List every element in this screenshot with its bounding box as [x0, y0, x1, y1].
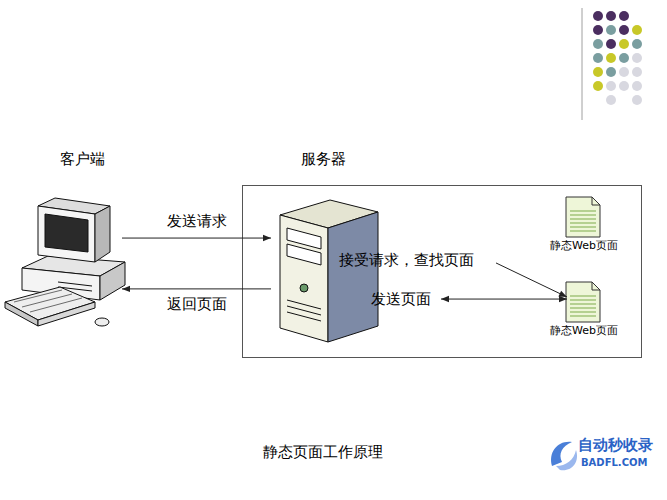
client-computer	[5, 198, 125, 326]
illustration-part	[593, 39, 603, 49]
illustration-part	[45, 214, 88, 252]
illustration-part	[619, 25, 629, 35]
illustration-part	[606, 81, 616, 91]
server-box: 服务器接受请求，查找页面静态Web页面静态Web页面	[242, 185, 642, 358]
illustration-part	[592, 282, 600, 290]
illustration-part	[38, 206, 95, 262]
illustration-part	[5, 302, 38, 326]
illustration-part	[14, 290, 62, 302]
illustration-part	[570, 231, 596, 232]
illustration-part	[593, 25, 603, 35]
illustration-part	[280, 215, 328, 342]
illustration-part	[300, 284, 308, 292]
illustration-part	[632, 53, 642, 63]
illustration-part	[570, 312, 596, 313]
illustration-part	[566, 282, 600, 322]
illustration-part	[287, 312, 321, 321]
caption: 静态页面工作原理	[233, 443, 413, 461]
edge-label: 发送页面	[371, 290, 431, 308]
illustration-part	[606, 39, 616, 49]
illustration-part	[95, 206, 110, 262]
illustration-part	[606, 95, 616, 105]
connector-arrow	[496, 263, 567, 297]
illustration-part	[30, 298, 82, 312]
connector-arrow	[122, 288, 271, 289]
illustration-part	[593, 11, 603, 21]
illustration-part	[287, 244, 321, 265]
watermark-text: BADFL.COM	[581, 457, 647, 469]
illustration-part	[58, 282, 92, 286]
illustration-part	[570, 227, 596, 228]
illustration-part	[582, 8, 583, 120]
document-node: 静态Web页面	[567, 198, 601, 238]
document-icon	[566, 282, 600, 322]
illustration-part	[570, 304, 596, 305]
illustration-part	[606, 53, 616, 63]
document-label: 静态Web页面	[550, 324, 618, 337]
illustration-part	[632, 81, 642, 91]
illustration-part	[100, 262, 125, 300]
illustration-part	[619, 67, 629, 77]
edge-label: 发送请求	[167, 212, 227, 230]
illustration-part	[570, 300, 596, 301]
connector-arrow	[441, 299, 567, 300]
illustration-part	[619, 11, 629, 21]
illustration-part	[22, 294, 72, 307]
illustration-part	[593, 53, 603, 63]
illustration-part	[570, 223, 596, 224]
illustration-part	[632, 25, 642, 35]
server-tower	[280, 200, 378, 342]
server-node: 接受请求，查找页面	[271, 199, 496, 344]
illustration-part	[38, 302, 95, 326]
illustration-part	[606, 11, 616, 21]
client-node: 客户端	[10, 150, 122, 335]
connector-arrow	[122, 238, 271, 239]
document-node: 静态Web页面	[567, 283, 601, 323]
illustration-part	[593, 81, 603, 91]
process-text: 接受请求，查找页面	[339, 251, 474, 269]
node-heading: 服务器	[301, 150, 346, 168]
illustration-part	[606, 67, 616, 77]
watermark-text: 自动秒收录	[578, 436, 653, 454]
node-heading: 客户端	[60, 150, 105, 168]
illustration-part	[570, 219, 596, 220]
illustration-part	[570, 211, 596, 212]
illustration-part	[570, 215, 596, 216]
illustration-part	[570, 308, 596, 309]
illustration-part	[570, 316, 596, 317]
illustration-part	[556, 450, 577, 470]
illustration-part	[570, 211, 596, 231]
illustration-part	[570, 296, 596, 297]
illustration-part	[619, 53, 629, 63]
decor-dots	[582, 8, 642, 120]
illustration-part	[570, 296, 596, 316]
illustration-part	[328, 212, 378, 342]
illustration-part	[593, 67, 603, 77]
illustration-part	[606, 25, 616, 35]
document-label: 静态Web页面	[550, 239, 618, 252]
illustration-part	[566, 197, 600, 237]
illustration-part	[632, 95, 642, 105]
illustration-part	[592, 197, 600, 205]
document-icon	[566, 197, 600, 237]
illustration-part	[632, 67, 642, 77]
watermark-logo	[551, 442, 577, 470]
illustration-part	[619, 81, 629, 91]
edge-label: 返回页面	[167, 295, 227, 313]
illustration-part	[632, 39, 642, 49]
illustration-part	[95, 318, 109, 326]
illustration-part	[619, 39, 629, 49]
